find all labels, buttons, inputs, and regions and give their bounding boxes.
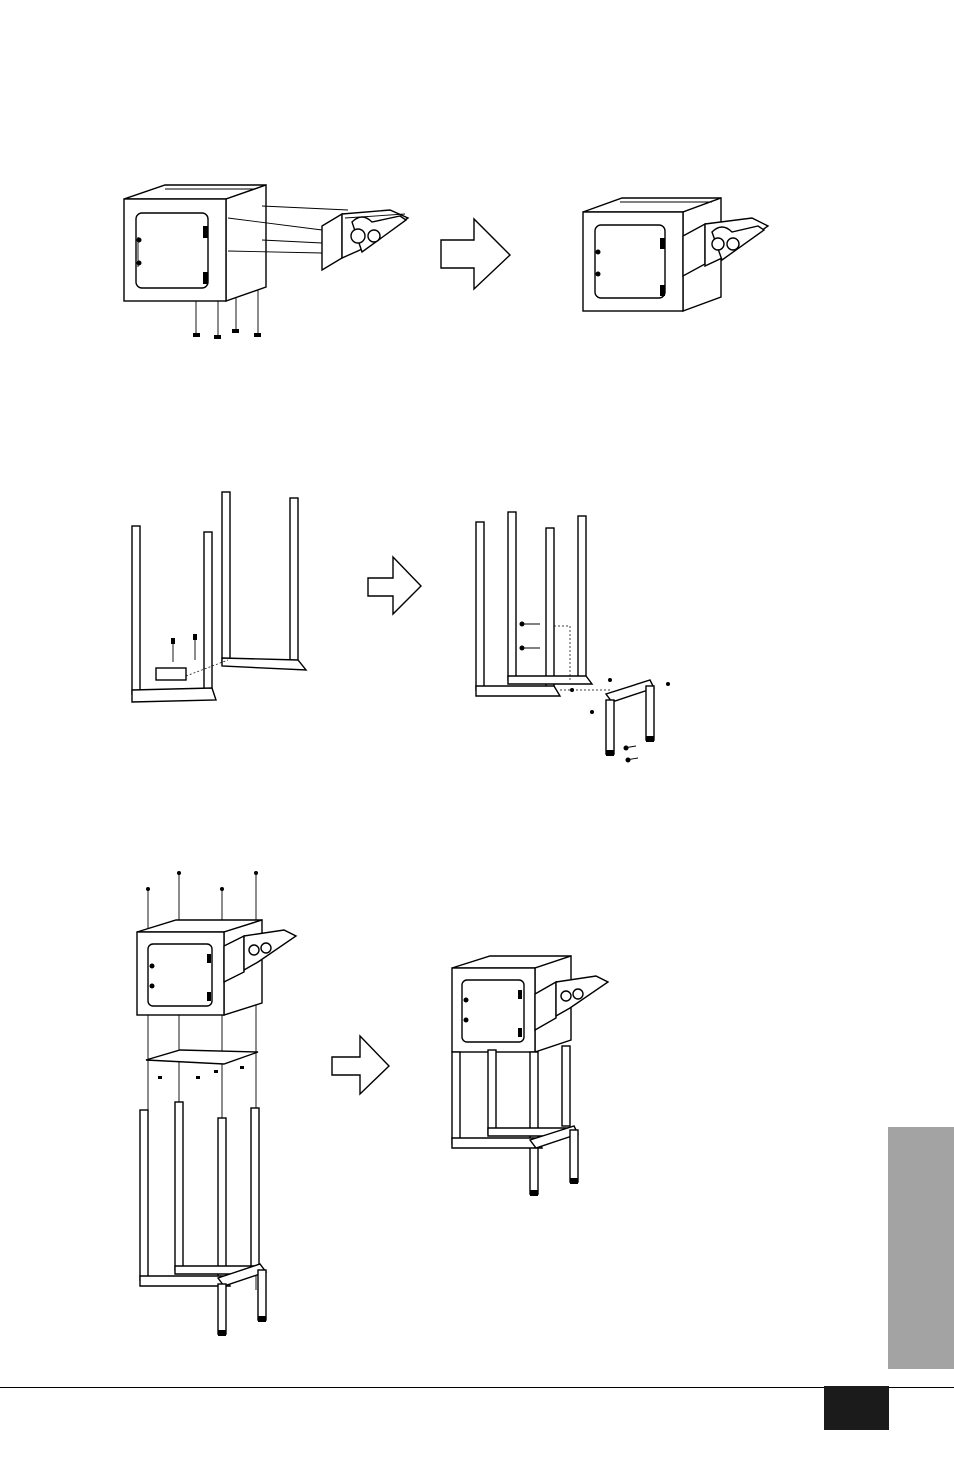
side-tab xyxy=(888,1127,954,1369)
cabinet-before-step-1 xyxy=(124,185,348,339)
page-number-box xyxy=(824,1386,889,1430)
cabinet-after-step-1 xyxy=(583,198,768,311)
footer-rule xyxy=(0,1387,954,1388)
side-shelf-part xyxy=(322,210,408,270)
right-arrow-icon xyxy=(441,219,510,289)
